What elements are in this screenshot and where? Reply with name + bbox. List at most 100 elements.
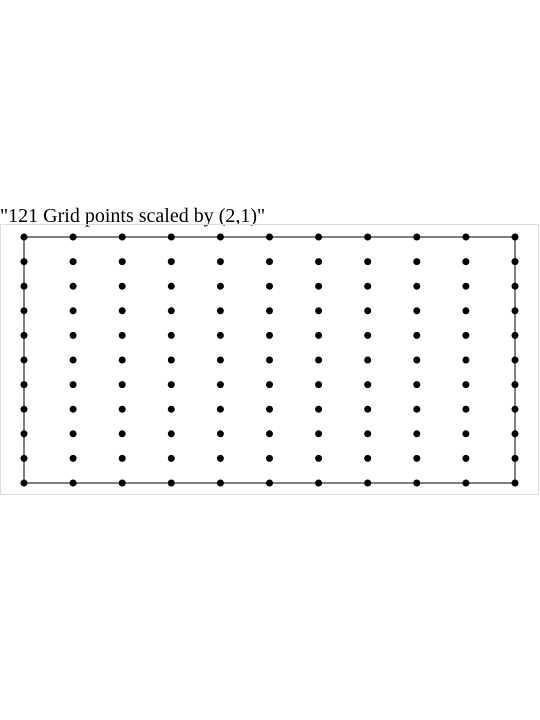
grid-point [364, 405, 372, 413]
grid-point [413, 233, 421, 241]
grid-point [20, 307, 28, 315]
grid-point [462, 430, 470, 438]
grid-point [69, 307, 77, 315]
grid-point [167, 356, 175, 364]
grid-point [315, 356, 323, 364]
grid-point [167, 479, 175, 487]
grid-point [511, 307, 519, 315]
grid-point [266, 356, 273, 364]
grid-point [462, 405, 470, 413]
grid-point [266, 282, 273, 290]
grid-point [118, 356, 126, 364]
grid-point [216, 430, 224, 438]
grid-point [413, 282, 421, 290]
grid-point [413, 381, 421, 389]
grid-point [266, 331, 273, 339]
grid-point [511, 430, 519, 438]
grid-point [266, 233, 273, 241]
grid-point [315, 454, 323, 462]
grid-point [167, 307, 175, 315]
grid-point [315, 331, 323, 339]
grid-point [511, 356, 519, 364]
grid-point [413, 356, 421, 364]
grid-point [69, 381, 77, 389]
grid-point [69, 331, 77, 339]
grid-point [364, 233, 372, 241]
grid-point [216, 258, 224, 266]
grid-point [167, 282, 175, 290]
grid-point [20, 430, 28, 438]
grid-point [462, 307, 470, 315]
grid-point [216, 307, 224, 315]
figure-title: "121 Grid points scaled by (2,1)" [0, 205, 266, 227]
grid-point [20, 356, 28, 364]
grid-point [216, 405, 224, 413]
grid-point [20, 233, 28, 241]
grid-point [118, 405, 126, 413]
grid-point [511, 479, 519, 487]
grid-point [118, 430, 126, 438]
grid-point [118, 479, 126, 487]
grid-point [315, 381, 323, 389]
grid-point [511, 233, 519, 241]
grid-point [462, 282, 470, 290]
grid-point [462, 258, 470, 266]
grid-point [216, 454, 224, 462]
grid-point [364, 307, 372, 315]
grid-point [462, 381, 470, 389]
grid-point [118, 454, 126, 462]
grid-point [167, 405, 175, 413]
grid-point [167, 381, 175, 389]
grid-point [462, 331, 470, 339]
grid-point [69, 258, 77, 266]
grid-point [167, 331, 175, 339]
grid-point [20, 381, 28, 389]
grid-point [511, 405, 519, 413]
grid-point [167, 430, 175, 438]
grid-point [364, 356, 372, 364]
grid-point [69, 233, 77, 241]
grid-point [462, 454, 470, 462]
grid-point [216, 381, 224, 389]
grid-point [266, 479, 273, 487]
grid-point [364, 331, 372, 339]
grid-point [315, 479, 323, 487]
grid-point [118, 307, 126, 315]
grid-point [315, 307, 323, 315]
grid-point [266, 454, 273, 462]
grid-point [20, 282, 28, 290]
grid-point [364, 381, 372, 389]
grid-point [511, 331, 519, 339]
grid-point [216, 331, 224, 339]
grid-point [69, 405, 77, 413]
grid-point [315, 233, 323, 241]
grid-point [315, 405, 323, 413]
grid-point [20, 258, 28, 266]
grid-point [266, 258, 273, 266]
grid-point [413, 331, 421, 339]
grid-point [413, 307, 421, 315]
grid-point [69, 479, 77, 487]
grid-point [266, 381, 273, 389]
grid-point [462, 233, 470, 241]
grid-point [364, 479, 372, 487]
grid-point [462, 479, 470, 487]
grid-point [364, 258, 372, 266]
grid-points [20, 233, 519, 487]
grid-point [511, 381, 519, 389]
grid-point [118, 331, 126, 339]
grid-point [364, 454, 372, 462]
grid-point [364, 430, 372, 438]
grid-point [266, 430, 273, 438]
grid-point [216, 479, 224, 487]
grid-point [266, 405, 273, 413]
grid-point [167, 258, 175, 266]
grid-point [69, 430, 77, 438]
grid-point [69, 454, 77, 462]
grid-point [167, 454, 175, 462]
grid-point [315, 282, 323, 290]
grid-point [315, 258, 323, 266]
grid-point [216, 356, 224, 364]
grid-point [69, 356, 77, 364]
